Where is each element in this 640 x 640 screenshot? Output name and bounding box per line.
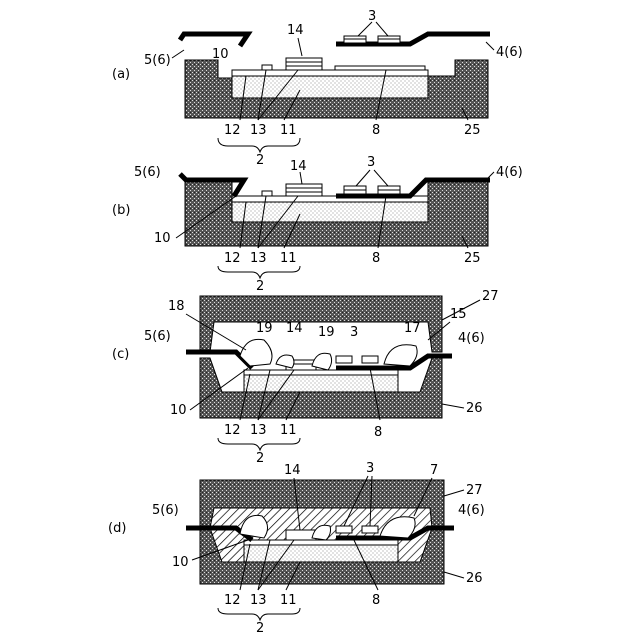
ref-10-a: 10 [212, 47, 229, 62]
panel-label-c: (c) [112, 347, 129, 362]
layer-12-d [244, 540, 398, 545]
ref-2-c: 2 [256, 451, 264, 466]
resin-19-c1 [276, 355, 294, 368]
comp-3-c1 [336, 356, 352, 363]
ref-2-d: 2 [256, 621, 264, 636]
ref-27-d: 27 [466, 483, 483, 498]
ref-3-d: 3 [366, 461, 374, 476]
ref-26-d: 26 [466, 571, 483, 586]
layer-12-a [232, 70, 428, 76]
comp-3-d2 [362, 526, 378, 533]
panel-label-b: (b) [112, 203, 130, 218]
panel-label-a: (a) [112, 67, 130, 82]
ref-11-b: 11 [280, 251, 297, 266]
element-8-a [335, 66, 425, 70]
ref-4-6-b: 4(6) [496, 165, 523, 180]
ref-17-c: 17 [404, 321, 421, 336]
ref-8-d: 8 [372, 593, 380, 608]
panel-d: (d) 14 3 7 27 5(6) 4(6) 10 26 12 [108, 461, 485, 636]
ref-25-b: 25 [464, 251, 481, 266]
ref-12-a: 12 [224, 123, 241, 138]
ref-18-c: 18 [168, 299, 185, 314]
ref-13-c: 13 [250, 423, 267, 438]
ref-13-a: 13 [250, 123, 267, 138]
ref-26-c: 26 [466, 401, 483, 416]
ref-4-6-d: 4(6) [458, 503, 485, 518]
chip-14-b [286, 184, 322, 196]
ref-14-b: 14 [290, 159, 307, 174]
ref-2-b: 2 [256, 279, 264, 294]
panel-b: (b) 5(6) 14 3 4(6) 10 12 13 11 8 25 [112, 155, 523, 294]
ref-2-a: 2 [256, 153, 264, 168]
ref-19-c1: 19 [256, 321, 273, 336]
ref-11-d: 11 [280, 593, 297, 608]
ref-8-a: 8 [372, 123, 380, 138]
comp-3-c2 [362, 356, 378, 363]
ref-3-a: 3 [368, 9, 376, 24]
panel-a: (a) 5(6) 10 14 3 4(6) [112, 9, 523, 168]
ref-10-d: 10 [172, 555, 189, 570]
layer-12-c [244, 370, 398, 375]
ref-25-a: 25 [464, 123, 481, 138]
ref-5-6-b: 5(6) [134, 165, 161, 180]
ref-13-b: 13 [250, 251, 267, 266]
ref-13-d: 13 [250, 593, 267, 608]
pad-13-a [262, 65, 272, 70]
ref-10-c: 10 [170, 403, 187, 418]
ref-5-6-c: 5(6) [144, 329, 171, 344]
ref-3-c: 3 [350, 325, 358, 340]
ref-14-c: 14 [286, 321, 303, 336]
ref-4-6-c: 4(6) [458, 331, 485, 346]
ref-3-b: 3 [367, 155, 375, 170]
panel-c: (c) 18 27 15 19 14 19 3 17 5(6) 4(6) 10 [112, 289, 499, 466]
ref-7-d: 7 [430, 463, 438, 478]
chip-14-a [286, 58, 322, 70]
chip-14-d [286, 530, 316, 540]
ref-14-d: 14 [284, 463, 301, 478]
ref-27-c: 27 [482, 289, 499, 304]
ref-8-c: 8 [374, 425, 382, 440]
panel-label-d: (d) [108, 521, 126, 536]
resin-17-c [384, 345, 417, 366]
ref-11-a: 11 [280, 123, 297, 138]
ref-5-6-a: 5(6) [144, 53, 171, 68]
ref-12-c: 12 [224, 423, 241, 438]
lead-5-a [180, 34, 248, 46]
ref-15-c: 15 [450, 307, 467, 322]
ref-4-6-a: 4(6) [496, 45, 523, 60]
comp-3-d1 [336, 526, 352, 533]
ref-11-c: 11 [280, 423, 297, 438]
ref-5-6-d: 5(6) [152, 503, 179, 518]
pad-13-b [262, 191, 272, 196]
ref-12-d: 12 [224, 593, 241, 608]
ref-12-b: 12 [224, 251, 241, 266]
ref-19-c2: 19 [318, 325, 335, 340]
ref-10-b: 10 [154, 231, 171, 246]
ref-14-a: 14 [287, 23, 304, 38]
ref-8-b: 8 [372, 251, 380, 266]
